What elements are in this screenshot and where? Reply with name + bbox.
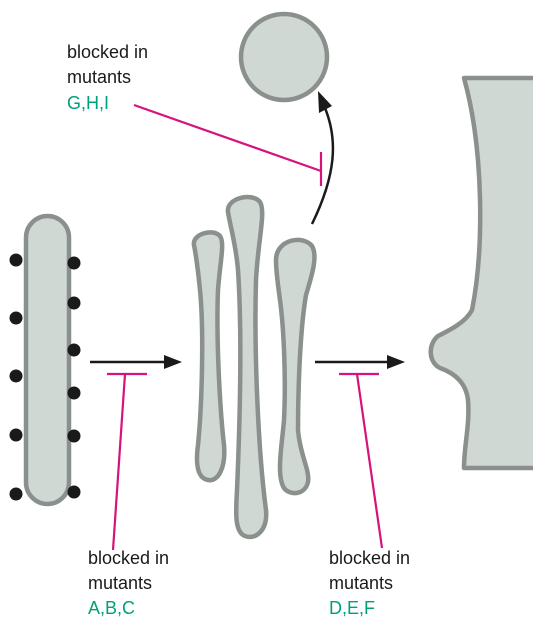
block-bar-top [134, 105, 321, 186]
ribosome [68, 344, 81, 357]
label-right-line1: blocked in [329, 548, 410, 568]
ribosome [10, 488, 23, 501]
block-bar-left [107, 374, 147, 550]
label-left-mutants: A,B,C [88, 598, 135, 617]
label-left-line1: blocked in [88, 548, 169, 568]
golgi-cisterna-right [276, 240, 314, 493]
label-top-line2: mutants [67, 67, 131, 87]
label-left-line2: mutants [88, 573, 152, 593]
label-top-mutants: G,H,I [67, 93, 109, 113]
rough-er [26, 216, 69, 504]
golgi-apparatus [194, 197, 315, 537]
golgi-to-membrane-arrow [315, 355, 405, 369]
label-right-line2: mutants [329, 573, 393, 593]
label-top-line1: blocked in [67, 42, 148, 62]
golgi-cisterna-left [194, 232, 224, 480]
block-bar-right [339, 374, 382, 548]
label-top: blocked in mutants G,H,I [67, 42, 148, 113]
er-to-golgi-arrow [90, 355, 182, 369]
plasma-membrane [431, 78, 533, 468]
ribosome [10, 429, 23, 442]
secretory-vesicle [241, 14, 327, 100]
ribosome [68, 297, 81, 310]
label-left: blocked in mutants A,B,C [88, 548, 169, 617]
ribosome [10, 370, 23, 383]
ribosome [68, 486, 81, 499]
ribosome [68, 257, 81, 270]
golgi-to-vesicle-arrow [312, 91, 333, 224]
label-right: blocked in mutants D,E,F [329, 548, 410, 617]
ribosome [10, 312, 23, 325]
label-right-mutants: D,E,F [329, 598, 375, 617]
ribosome [68, 387, 81, 400]
ribosome [10, 254, 23, 267]
golgi-cisterna-middle [228, 197, 266, 537]
ribosome [68, 430, 81, 443]
